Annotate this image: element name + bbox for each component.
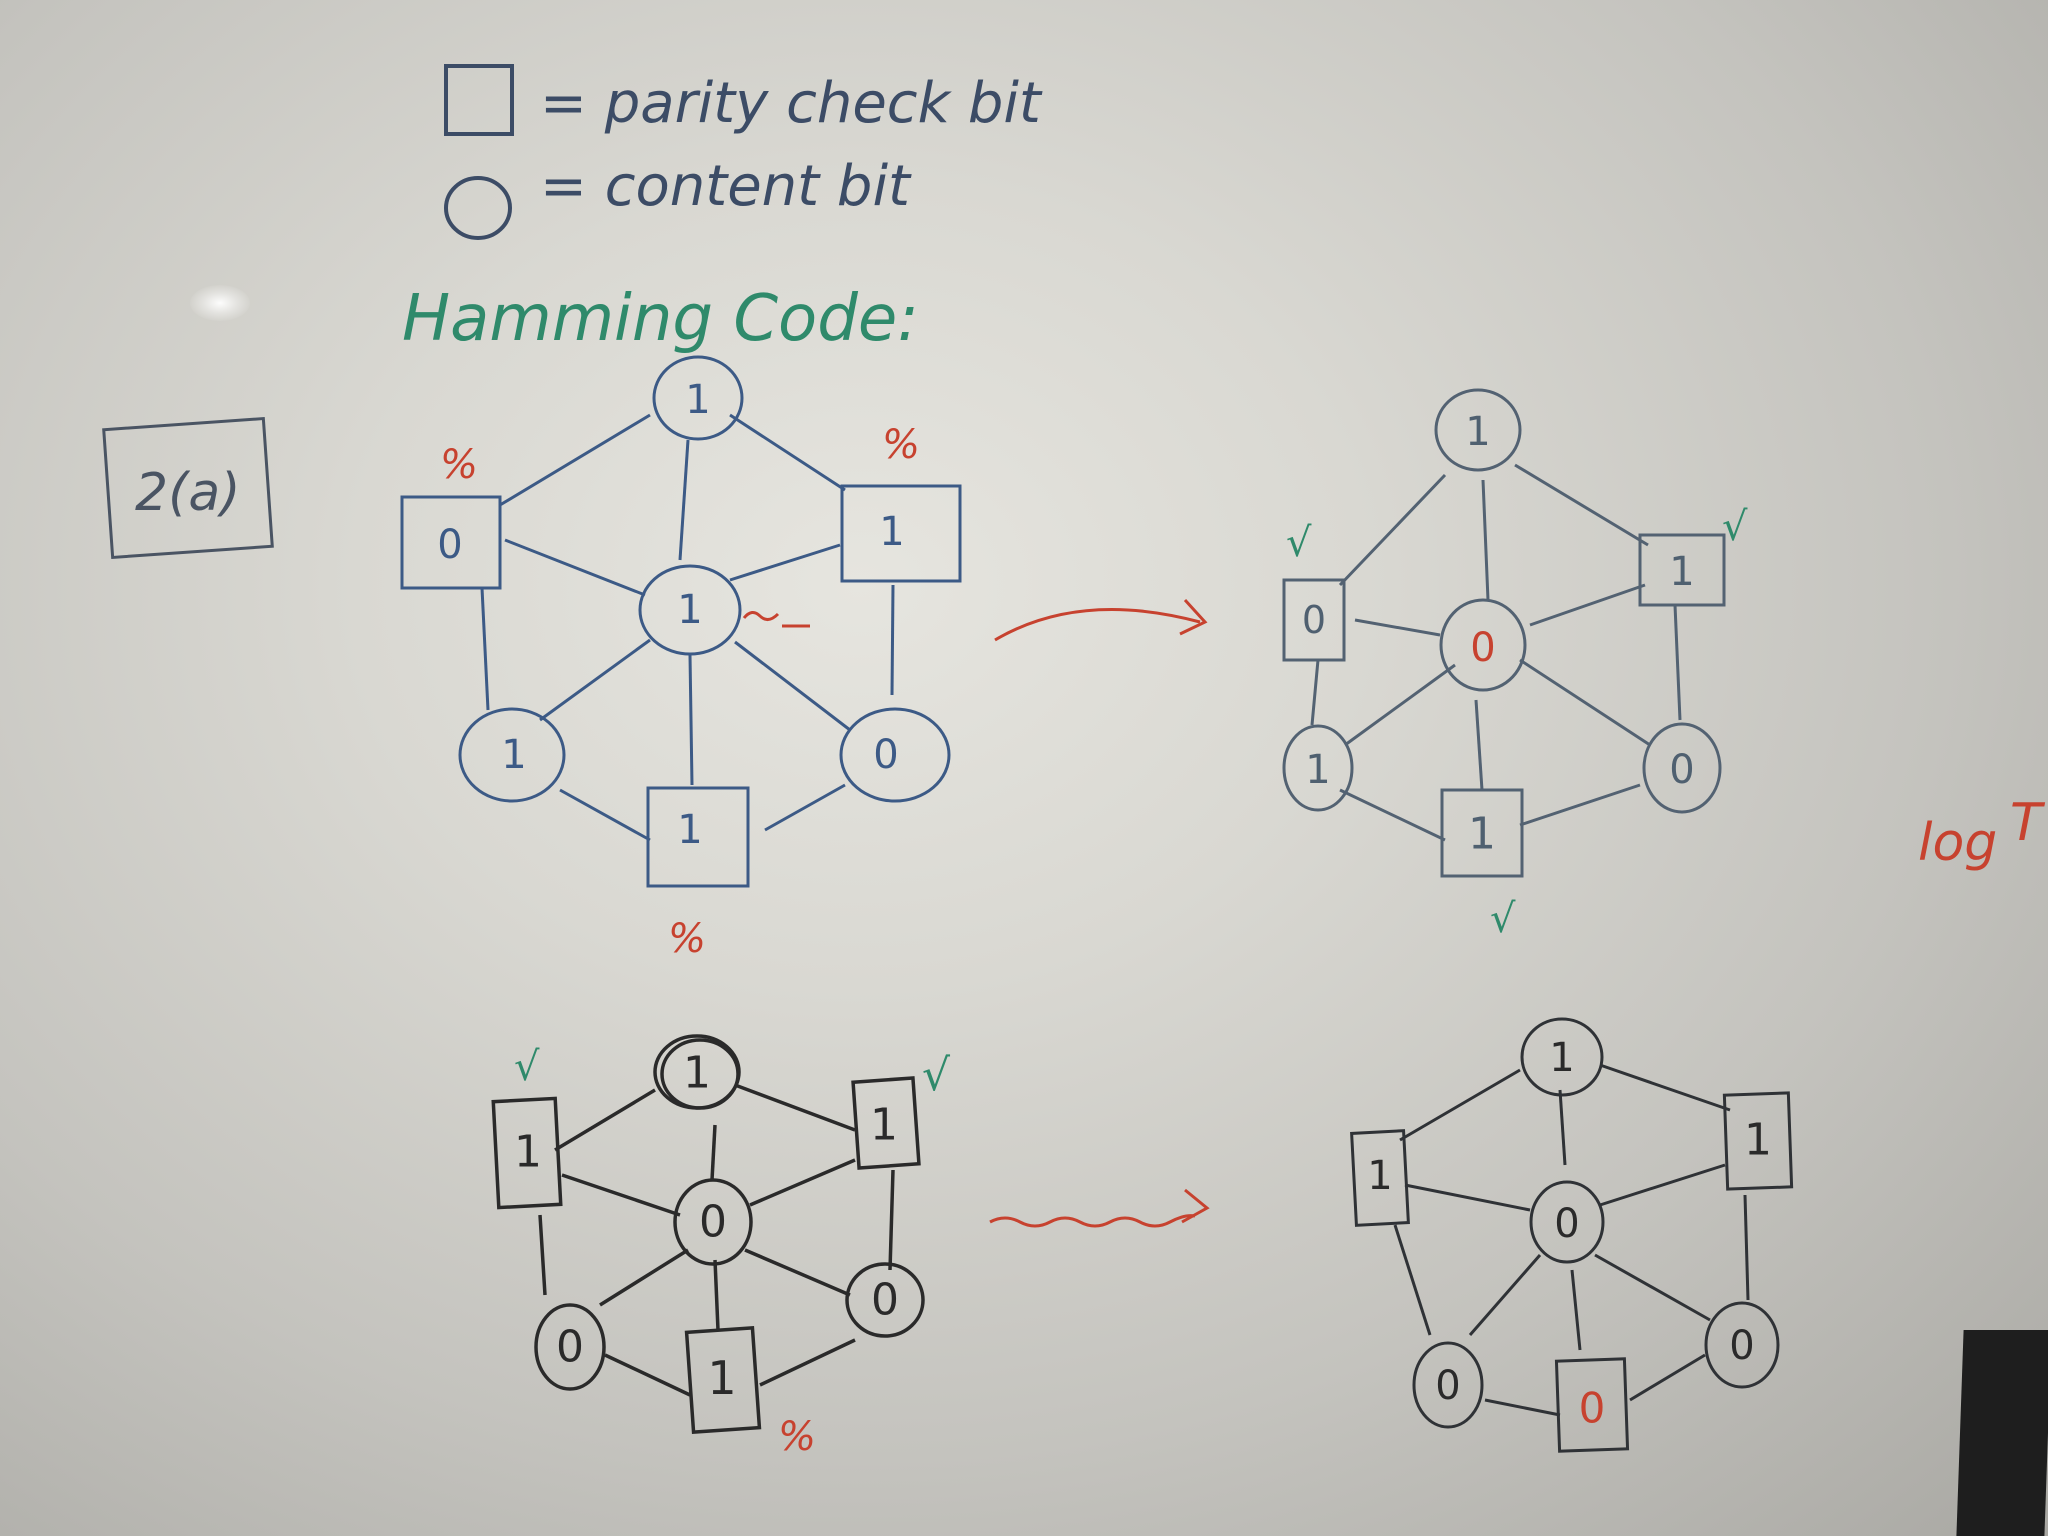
- diagram-bottom-right-values: 1 1 1 0 0 0 0: [1367, 1035, 1772, 1433]
- tl-bottom-percent-mark: %: [668, 916, 706, 962]
- tr-bottom-parity-value: 1: [1468, 809, 1496, 860]
- br-left-parity: [1350, 1129, 1410, 1227]
- tr-bottom-parity: [1440, 788, 1524, 878]
- bottom-arrow-head: [1181, 1188, 1210, 1224]
- top-arrow: [994, 608, 1201, 642]
- tr-left-value: 0: [1302, 598, 1326, 642]
- bl-right-parity: [851, 1076, 921, 1170]
- bl-bottom-right-bit: [845, 1262, 925, 1338]
- bl-bottom-right-value: 0: [871, 1275, 899, 1326]
- bl-top-bit-overdraw: [660, 1038, 740, 1110]
- legend-content-text: = content bit: [540, 154, 912, 219]
- bl-top-value: 1: [683, 1048, 711, 1099]
- br-bottom-right-value: 0: [1729, 1323, 1754, 1369]
- br-bottom-parity: [1554, 1357, 1630, 1453]
- tl-right-percent-mark: %: [882, 422, 920, 468]
- diagram-top-right: [1282, 388, 1726, 878]
- br-top-value: 1: [1549, 1035, 1574, 1081]
- br-bottom-parity-value: 0: [1579, 1384, 1606, 1433]
- side-note-frame: [102, 416, 274, 560]
- tl-bottom-left-value: 1: [501, 732, 526, 778]
- tr-bottom-left-bit: [1282, 724, 1354, 812]
- tr-center-bit: [1439, 598, 1527, 692]
- bl-right-check-mark: √: [922, 1050, 951, 1101]
- right-margin-fragment: T: [2010, 793, 2046, 853]
- tr-bottom-left-value: 1: [1305, 747, 1330, 793]
- legend-parity-text: = parity check bit: [540, 71, 1043, 136]
- tl-bottom-parity: [646, 786, 750, 888]
- tr-right-value: 1: [1669, 549, 1694, 595]
- legend-square-icon: [444, 64, 514, 136]
- tr-right-parity: [1638, 533, 1726, 607]
- br-right-value: 1: [1744, 1115, 1772, 1166]
- bl-left-value: 1: [514, 1127, 542, 1178]
- tl-top-value: 1: [685, 377, 710, 423]
- diagram-top-left-marks: % % %: [440, 422, 920, 962]
- bl-bottom-percent-mark: %: [778, 1414, 816, 1460]
- tr-bottom-right-value: 0: [1669, 747, 1694, 793]
- tl-top-bit: [652, 355, 744, 441]
- bottom-arrow: [989, 1214, 1196, 1228]
- tr-bottom-check-mark: √: [1490, 896, 1516, 942]
- tl-center-value: 1: [677, 587, 702, 633]
- bl-bottom-parity-value: 1: [707, 1351, 736, 1405]
- bl-right-value: 1: [870, 1100, 898, 1151]
- tr-bottom-right-bit: [1642, 722, 1722, 814]
- br-bottom-right-bit: [1704, 1301, 1780, 1389]
- tr-center-value: 0: [1470, 625, 1495, 671]
- br-top-bit: [1520, 1017, 1604, 1097]
- br-center-value: 0: [1554, 1201, 1579, 1247]
- tl-right-parity: [840, 484, 962, 583]
- right-margin-text: log: [1918, 813, 1997, 873]
- diagram-bottom-left-marks: √ √ %: [514, 1044, 951, 1460]
- tl-left-value: 0: [437, 522, 462, 568]
- legend-circle-icon: [444, 176, 512, 240]
- br-bottom-left-value: 0: [1435, 1363, 1460, 1409]
- br-bottom-left-bit: [1412, 1341, 1484, 1429]
- tl-bottom-right-bit: [839, 707, 951, 803]
- heading-hamming-code: Hamming Code:: [402, 282, 919, 356]
- diagram-bottom-left-values: 1 1 1 0 0 0 1: [514, 1048, 899, 1406]
- tl-right-value: 1: [879, 509, 904, 555]
- diagram-bottom-left: [491, 1034, 925, 1435]
- bl-bottom-left-value: 0: [556, 1322, 584, 1373]
- tl-left-parity: [400, 495, 502, 590]
- top-arrow-head: [1179, 598, 1208, 636]
- br-right-parity: [1722, 1091, 1794, 1191]
- bl-left-check-mark: √: [514, 1044, 540, 1090]
- tl-left-percent-mark: %: [440, 442, 478, 488]
- br-left-value: 1: [1367, 1153, 1392, 1199]
- tr-top-value: 1: [1465, 409, 1490, 455]
- tr-left-check-mark: √: [1286, 520, 1312, 566]
- tl-bottom-parity-value: 1: [677, 807, 702, 853]
- legend: = parity check bit = content bit: [444, 64, 1043, 240]
- bl-center-bit: [673, 1178, 753, 1266]
- tl-error-squiggle: [742, 611, 780, 621]
- bl-left-parity: [491, 1096, 563, 1210]
- tl-bottom-right-value: 0: [873, 732, 898, 778]
- diagram-top-left: [400, 355, 962, 888]
- diagram-top-right-marks: √ √ √: [1286, 504, 1748, 942]
- diagram-top-left-values: 1 0 1 1 1 0 1: [437, 377, 904, 853]
- bl-bottom-left-bit: [534, 1303, 606, 1391]
- light-glare: [190, 285, 250, 321]
- bl-bottom-parity: [684, 1325, 762, 1435]
- tr-top-bit: [1434, 388, 1522, 472]
- tr-left-parity: [1282, 578, 1346, 662]
- tl-center-bit: [638, 564, 742, 656]
- br-center-bit: [1529, 1180, 1605, 1264]
- tr-right-check-mark: √: [1722, 504, 1748, 550]
- bl-center-value: 0: [699, 1197, 727, 1248]
- side-note-text: 2(a): [135, 463, 241, 523]
- tl-bottom-left-bit: [458, 707, 566, 803]
- diagram-bottom-right: [1350, 1017, 1794, 1453]
- side-note-box: 2(a): [102, 416, 274, 560]
- diagram-top-right-values: 1 0 1 0 1 0 1: [1302, 409, 1695, 860]
